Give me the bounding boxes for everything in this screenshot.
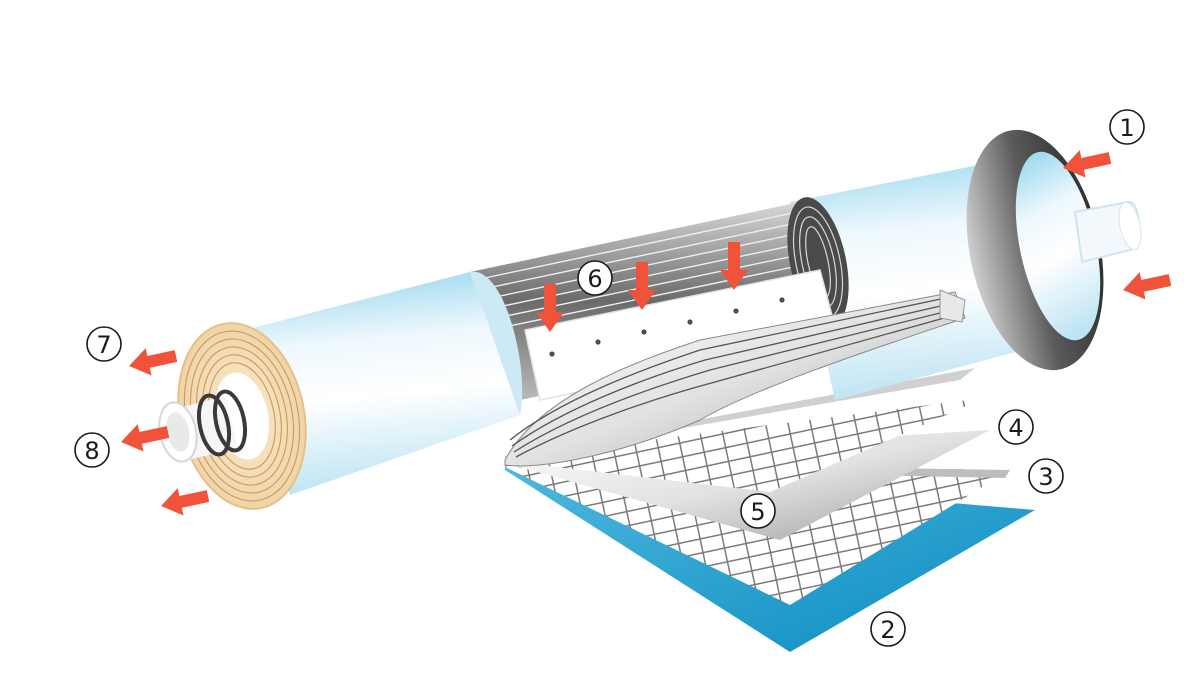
feed-arrow-icon xyxy=(1123,272,1172,300)
right-shell xyxy=(790,129,1142,400)
callout-8: 8 xyxy=(74,432,110,468)
layer-5-grid-sheet xyxy=(505,398,985,492)
callout-7: 7 xyxy=(86,326,122,362)
permeation-arrow-icon xyxy=(628,262,656,310)
permeate-holes xyxy=(549,297,785,357)
feed-arrow-icon xyxy=(1063,150,1112,178)
svg-text:6: 6 xyxy=(587,265,602,293)
unrolled-envelope xyxy=(504,289,966,467)
callouts: 1 2 3 4 5 6 7 8 xyxy=(74,109,1145,647)
concentrate-arrow-icon xyxy=(129,348,178,376)
concentrate-arrow-icon xyxy=(161,488,210,516)
svg-text:3: 3 xyxy=(1038,463,1053,491)
left-shell xyxy=(245,271,523,495)
svg-text:1: 1 xyxy=(1119,114,1134,142)
callout-6: 6 xyxy=(577,260,613,296)
svg-text:2: 2 xyxy=(880,616,895,644)
callout-2: 2 xyxy=(870,611,906,647)
permeate-arrow-icon xyxy=(121,424,170,452)
svg-text:7: 7 xyxy=(96,331,111,359)
svg-text:5: 5 xyxy=(750,498,765,526)
flow-arrows xyxy=(121,150,1172,516)
svg-text:8: 8 xyxy=(84,437,99,465)
end-cap-face xyxy=(1015,151,1101,341)
callout-3: 3 xyxy=(1028,458,1064,494)
permeation-arrow-icon xyxy=(536,284,564,332)
callout-1: 1 xyxy=(1109,109,1145,145)
callout-5: 5 xyxy=(740,493,776,529)
permeate-outlet-tube xyxy=(158,389,248,463)
permeation-arrow-icon xyxy=(720,242,748,290)
callout-4: 4 xyxy=(998,409,1034,445)
svg-text:4: 4 xyxy=(1008,414,1023,442)
